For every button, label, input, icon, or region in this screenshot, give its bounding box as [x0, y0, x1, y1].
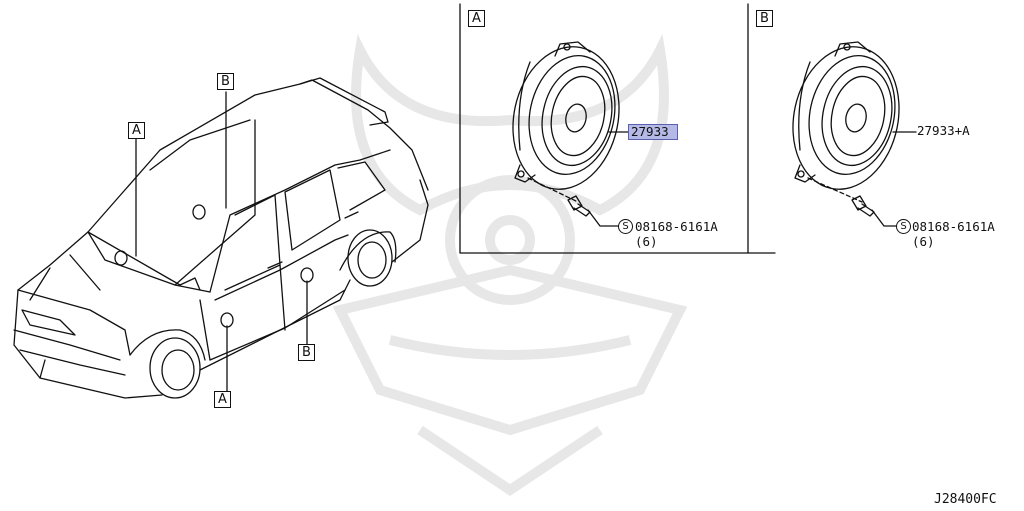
part-number-27933a[interactable]: 27933+A: [917, 123, 970, 138]
standard-part-symbol-icon: S: [896, 219, 911, 234]
callout-b-top: B: [217, 73, 234, 90]
panel-a-border: [459, 3, 776, 254]
speaker-a-drawing: [512, 41, 620, 190]
panel-a-label: A: [468, 10, 485, 27]
bolt-qty-a: (6): [635, 234, 658, 249]
part-number-27933[interactable]: 27933: [628, 124, 678, 140]
bolt-qty-b: (6): [912, 234, 935, 249]
screw-a-drawing: [567, 195, 591, 217]
vehicle-outline: [13, 77, 429, 399]
callout-a-top: A: [128, 122, 145, 139]
diagram-code: J28400FC: [934, 492, 997, 507]
bolt-code-b[interactable]: 08168-6161A: [912, 219, 995, 234]
watermark-crest-icon: [332, 34, 688, 497]
standard-part-symbol-icon: S: [618, 219, 633, 234]
callout-a-bottom: A: [214, 391, 231, 408]
panel-b-label: B: [756, 10, 773, 27]
speaker-b-drawing: [792, 41, 900, 190]
screw-b-drawing: [851, 195, 875, 217]
callout-b-bottom: B: [298, 344, 315, 361]
bolt-code-a[interactable]: 08168-6161A: [635, 219, 718, 234]
